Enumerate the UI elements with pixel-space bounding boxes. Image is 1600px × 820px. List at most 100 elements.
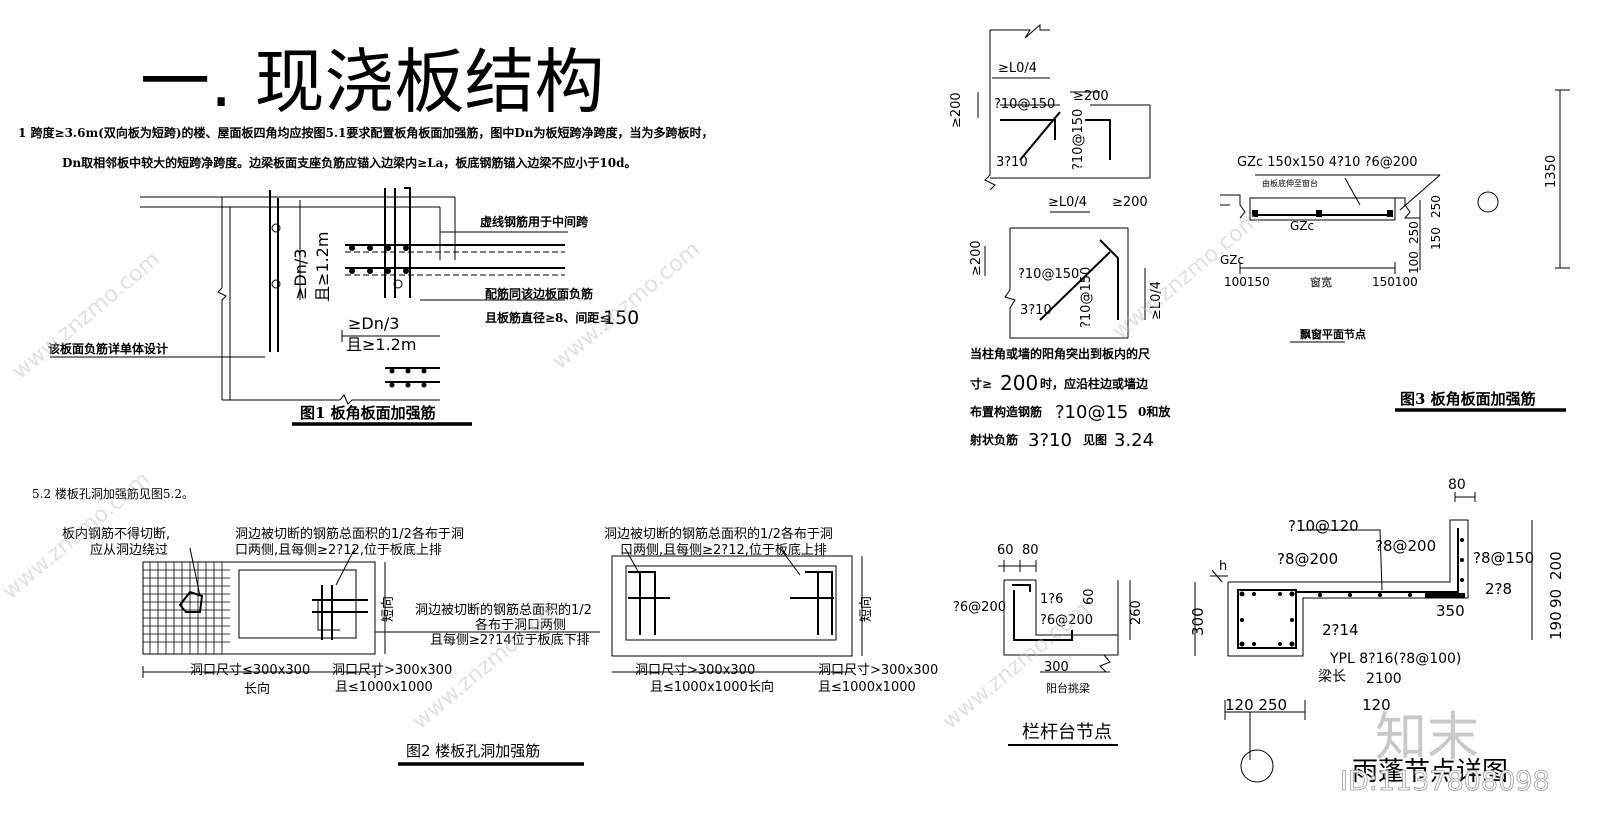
balcony-d260: 260 <box>1129 600 1144 625</box>
fig1-note-top: 虚线钢筋用于中间跨 <box>480 214 589 229</box>
corner-d12: 3?10 <box>1020 303 1052 318</box>
canopy-r2: ?8@200 <box>1277 550 1338 568</box>
balcony-d60v: 60 <box>1082 588 1097 605</box>
corner-note2c: 时，应沿柱边或墙边 <box>1040 376 1149 391</box>
fig1-note-mid2-val: 150 <box>603 307 639 329</box>
fig2-dim-3b: 且≤1000x1000 <box>650 680 748 695</box>
fig1-caption: 图1 板角板面加强筋 <box>300 404 436 422</box>
fig1-dim-v2: 且≥1.2m <box>313 232 332 302</box>
fig2-dim-3: 洞口尺寸>300x300 <box>635 663 755 678</box>
balcony-d60: 60 <box>997 543 1014 558</box>
fig2-note-c2: 各布于洞口两侧 <box>475 617 566 633</box>
balcony-beam: 阳台挑梁 <box>1046 681 1090 695</box>
canopy-d90: 90 <box>1547 589 1565 608</box>
canopy-h: h <box>1219 559 1227 574</box>
fig3-sub-caption: 飘窗平面节点 <box>1300 327 1366 341</box>
fig3-small-note: 由板底伸至窗台 <box>1262 178 1318 188</box>
corner-d2: ≥200 <box>949 92 964 128</box>
corner-d3: ≥200 <box>1073 89 1109 104</box>
corner-d11: ?10@150 <box>1079 267 1094 328</box>
fig3-dim-1350: 1350 <box>1544 155 1559 188</box>
corner-d8: ≥200 <box>1112 195 1148 210</box>
canopy-r5: 2?8 <box>1485 580 1512 598</box>
canopy-d190: 190 <box>1547 611 1565 640</box>
corner-note4d: 3.24 <box>1114 430 1154 451</box>
canopy-d350: 350 <box>1436 602 1465 620</box>
canopy-dims-bl: 120 250 <box>1225 696 1287 714</box>
balcony-r3: ?6@200 <box>1040 613 1093 628</box>
fig2-long2: 长向 <box>748 679 774 695</box>
fig2-dim-4b: 且≤1000x1000 <box>818 680 916 695</box>
fig2-note-b1: 洞边被切断的钢筋总面积的1/2各布于洞 <box>235 526 464 542</box>
fig1-note-mid2: 且板筋直径≥8、间距≤ <box>485 310 609 325</box>
fig2-note-a2: 应从洞边绕过 <box>90 542 168 558</box>
watermark-site-2: www.znzmo.com <box>548 237 705 375</box>
corner-d9: ≥200 <box>969 240 984 276</box>
corner-note2b: 200 <box>1000 371 1038 395</box>
fig3-caption: 图3 板角板面加强筋 <box>1400 390 1536 408</box>
fig2-caption: 图2 楼板孔洞加强筋 <box>406 742 540 760</box>
fig-corner-drawing <box>977 23 1151 339</box>
canopy-beam-len: 梁长 <box>1318 669 1346 685</box>
canopy-caption: 雨蓬节点详图 <box>1352 757 1508 787</box>
corner-note4c: 见图 <box>1083 433 1107 447</box>
fig2-note-b2: 口两侧,且每侧≥2?12,位于板底上排 <box>235 542 442 558</box>
corner-note3c: 0和放 <box>1138 404 1171 419</box>
canopy-r3: ?8@200 <box>1375 537 1436 555</box>
corner-note4b: 3?10 <box>1028 430 1072 451</box>
balcony-d300: 300 <box>1044 660 1069 675</box>
corner-d4: ?10@150 <box>994 97 1055 112</box>
balcony-drawing <box>998 560 1131 746</box>
corner-note3a: 布置构造钢筋 <box>970 404 1042 419</box>
fig1-dim-h1: ≥Dn/3 <box>348 314 399 333</box>
corner-note3b: ?10@15 <box>1055 402 1128 423</box>
fig3-d250: 250 <box>1429 195 1443 218</box>
corner-d6: 3?10 <box>996 155 1028 170</box>
fig3-dims-left: 100150 <box>1224 275 1270 289</box>
fig2-drawing <box>142 547 863 678</box>
corner-d5: ?10@150 <box>1071 109 1086 170</box>
canopy-dims-bl2: 120 <box>1362 696 1391 714</box>
corner-note1: 当柱角或墙的阳角突出到板内的尺 <box>970 346 1150 361</box>
fig3-dims-mid: 窗宽 <box>1310 275 1332 289</box>
fig2-note-c3: 且每侧≥2?14位于板底下排 <box>430 632 590 648</box>
fig1-drawing <box>50 187 568 405</box>
canopy-d300: 300 <box>1189 607 1207 636</box>
fig3-d250b: 250 <box>1407 221 1421 244</box>
corner-note2a: 寸≥ <box>970 376 992 391</box>
corner-d1: ≥L0/4 <box>998 61 1037 76</box>
fig2-dim-4: 洞口尺寸>300x300 <box>818 663 938 678</box>
fig3-gzc2: GZc <box>1220 253 1244 267</box>
watermark-logo: 知末 <box>1375 708 1479 768</box>
page-title: 一. 现浇板结构 <box>140 41 605 123</box>
corner-note4a: 射状负筋 <box>969 432 1018 447</box>
fig2-dim-1: 洞口尺寸≤300x300 <box>190 663 310 678</box>
corner-d7: ≥L0/4 <box>1048 195 1087 210</box>
fig2-note-a1: 板内钢筋不得切断, <box>62 526 170 542</box>
fig2-note-c1: 洞边被切断的钢筋总面积的1/2 <box>415 602 592 618</box>
canopy-drawing <box>1194 492 1533 783</box>
balcony-d80: 80 <box>1022 543 1039 558</box>
corner-d10: ?10@150 <box>1018 267 1079 282</box>
fig1-note-mid1: 配筋同该边板面负筋 <box>485 286 593 301</box>
canopy-d80: 80 <box>1448 477 1466 493</box>
canopy-r1: ?10@120 <box>1288 517 1359 535</box>
balcony-r2: 1?6 <box>1040 592 1063 607</box>
fig3-drawing <box>1220 89 1570 343</box>
balcony-caption: 栏杆台节点 <box>1022 722 1112 743</box>
watermark-site-6: www.znzmo.com <box>938 597 1095 735</box>
fig3-gzc1: GZc <box>1290 219 1314 233</box>
sec52-heading: 5.2 楼板孔洞加强筋见图5.2。 <box>32 486 194 501</box>
fig2-note-d1: 洞边被切断的钢筋总面积的1/2各布于洞 <box>604 526 833 542</box>
fig2-short2: 短向 <box>858 596 874 622</box>
canopy-beam-len-val: 2100 <box>1366 671 1402 687</box>
canopy-ypl: YPL 8?16(?8@100) <box>1329 651 1461 667</box>
fig3-d150: 150 <box>1429 227 1443 250</box>
fig2-note-d2: 口两侧,且每侧≥2?12,位于板底上排 <box>620 542 827 558</box>
fig3-d100: 100 <box>1407 251 1421 274</box>
fig2-long: 长向 <box>244 681 270 697</box>
para1-line1: 1 跨度≥3.6m(双向板为短跨)的楼、屋面板四角均应按图5.1要求配置板角板面… <box>18 125 714 140</box>
watermark-id: ID:1137808098 <box>1340 766 1550 797</box>
fig2-dim-2: 洞口尺寸>300x300 <box>332 663 452 678</box>
